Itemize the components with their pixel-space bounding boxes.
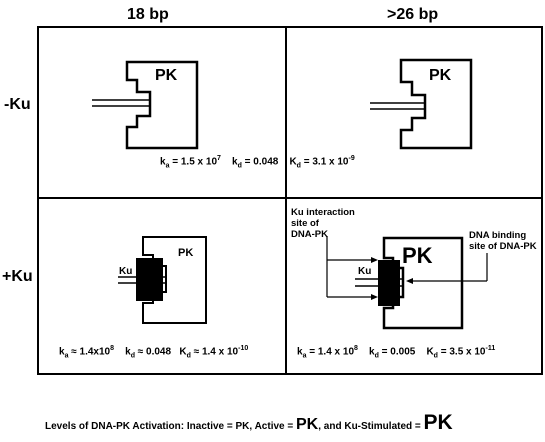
pk-label: PK (429, 67, 452, 84)
row-label-plus-ku: +Ku (2, 268, 33, 285)
pk-schematic-bottom-left: PK Ku (118, 236, 207, 324)
row-label-minus-ku: -Ku (4, 96, 31, 113)
pk-label: PK (178, 247, 193, 259)
column-header-18bp: 18 bp (127, 6, 169, 23)
ku-label: Ku (119, 266, 132, 277)
constants-top: ka = 1.5 x 107 kd = 0.048 Kd = 3.1 x 10-… (160, 155, 355, 170)
pk-schematic-bottom-right: PK Ku (326, 236, 488, 330)
pk-label: PK (402, 243, 433, 268)
ku-interaction-annotation: Ku interaction site of DNA-PK (291, 207, 355, 240)
activation-legend: Levels of DNA-PK Activation: Inactive = … (45, 411, 453, 434)
pk-schematic-top-left: PK (92, 60, 199, 150)
pk-label: PK (155, 67, 178, 84)
column-header-26bp: >26 bp (387, 6, 439, 23)
ku-block (136, 258, 163, 301)
constants-bottom-left: ka ≈ 1.4x108 kd ≈ 0.048 Kd ≈ 1.4 x 10-10 (59, 345, 249, 360)
pk-schematic-top-right: PK (370, 58, 473, 150)
dna-binding-annotation: DNA binding site of DNA-PK (469, 230, 537, 252)
ku-block (378, 260, 400, 306)
ku-label: Ku (358, 266, 371, 277)
constants-bottom-right: ka = 1.4 x 108 kd = 0.005 Kd = 3.5 x 10-… (297, 345, 496, 360)
